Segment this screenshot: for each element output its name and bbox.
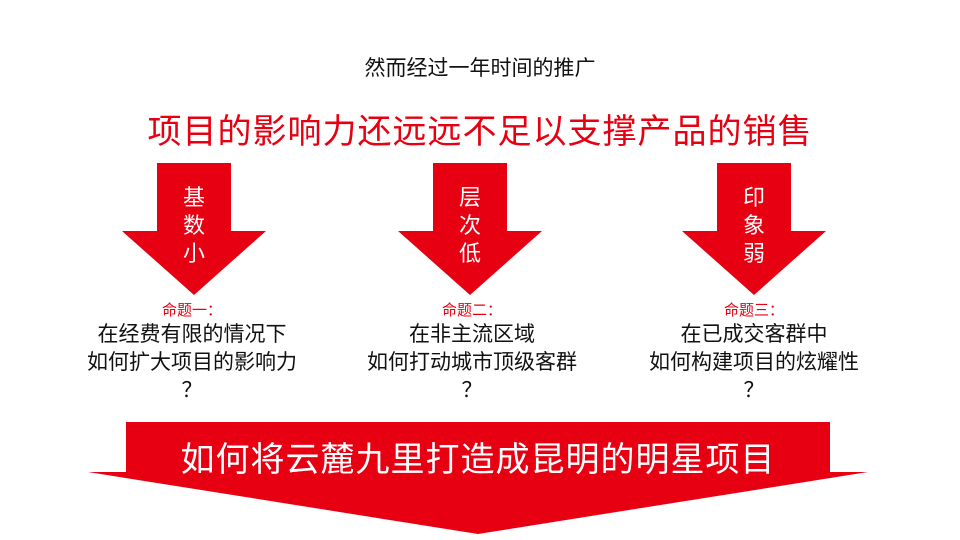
down-arrow-3: 印 象 弱 [682, 163, 826, 295]
arrow-2-char-1: 层 [458, 186, 481, 211]
proposition-1-line-2: 如何扩大项目的影响力 [87, 350, 297, 374]
proposition-2-line-1: 在非主流区域 [409, 322, 535, 346]
bottom-banner-arrow: 如何将云麓九里打造成昆明的明星项目 [88, 422, 868, 534]
arrow-3-char-3: 弱 [742, 242, 765, 267]
down-arrow-icon [122, 163, 266, 295]
arrow-2-text: 层 次 低 [398, 185, 542, 269]
down-arrow-icon [682, 163, 826, 295]
proposition-2: 命题二： 在非主流区域 如何打动城市顶级客群 ？ [322, 300, 622, 404]
arrow-1-char-1: 基 [182, 186, 205, 211]
arrow-1-char-3: 小 [182, 242, 205, 267]
proposition-3-line-3: ？ [743, 378, 765, 402]
proposition-1: 命题一： 在经费有限的情况下 如何扩大项目的影响力 ？ [42, 300, 342, 404]
proposition-2-line-2: 如何打动城市顶级客群 [367, 350, 577, 374]
down-arrow-1: 基 数 小 [122, 163, 266, 295]
arrow-2-char-3: 低 [458, 242, 481, 267]
wide-down-arrow-icon [88, 422, 868, 534]
proposition-2-line-3: ？ [461, 378, 483, 402]
slide-headline: 项目的影响力还远远不足以支撑产品的销售 [147, 112, 813, 152]
arrow-3-text: 印 象 弱 [682, 185, 826, 269]
proposition-2-label: 命题二： [441, 301, 502, 319]
arrow-1-char-2: 数 [182, 214, 205, 239]
proposition-1-line-3: ？ [181, 378, 203, 402]
arrow-3-char-1: 印 [742, 186, 765, 211]
slide-subtitle: 然而经过一年时间的推广 [364, 56, 596, 80]
proposition-3-line-2: 如何构建项目的炫耀性 [649, 350, 859, 374]
banner-text: 如何将云麓九里打造成昆明的明星项目 [180, 440, 776, 480]
proposition-3: 命题三： 在已成交客群中 如何构建项目的炫耀性 ？ [604, 300, 904, 404]
arrow-2-char-2: 次 [458, 214, 481, 239]
proposition-3-line-1: 在已成交客群中 [680, 322, 828, 346]
down-arrow-icon [398, 163, 542, 295]
proposition-3-label: 命题三： [723, 301, 784, 319]
down-arrow-2: 层 次 低 [398, 163, 542, 295]
arrow-1-text: 基 数 小 [122, 185, 266, 269]
arrow-3-char-2: 象 [742, 214, 765, 239]
proposition-1-line-1: 在经费有限的情况下 [97, 322, 287, 346]
proposition-1-label: 命题一： [161, 301, 222, 319]
